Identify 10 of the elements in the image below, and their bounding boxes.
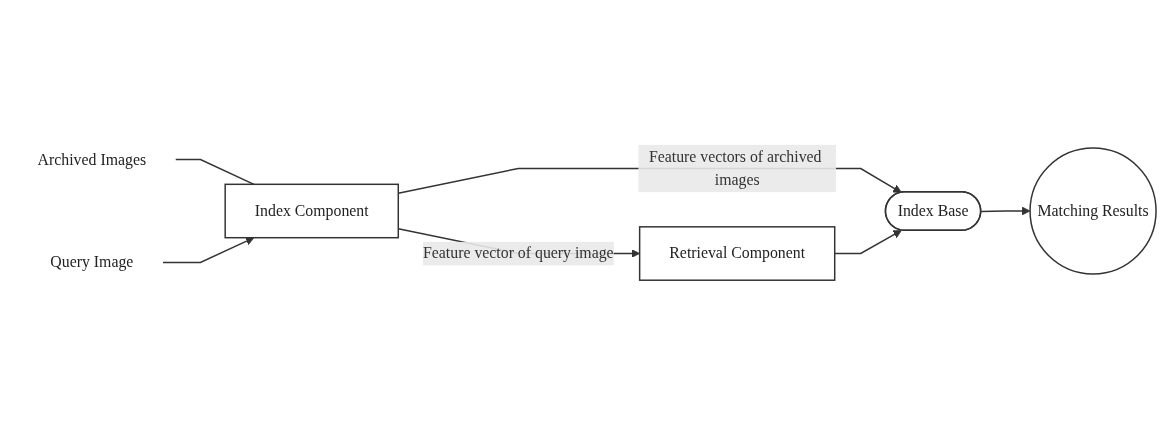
node-box: Index Component xyxy=(224,184,399,239)
connector xyxy=(175,159,255,186)
edge-label: Feature vector of query image xyxy=(422,245,614,262)
arrow xyxy=(162,237,255,264)
node-circle: Matching Results xyxy=(1029,147,1157,276)
arrow xyxy=(980,207,1031,216)
node-box: Retrieval Component xyxy=(638,226,836,282)
edge-label: Feature vectors of archived images xyxy=(648,148,822,189)
node-text: Archived Images xyxy=(37,151,147,168)
node-text: Query Image xyxy=(50,254,134,271)
